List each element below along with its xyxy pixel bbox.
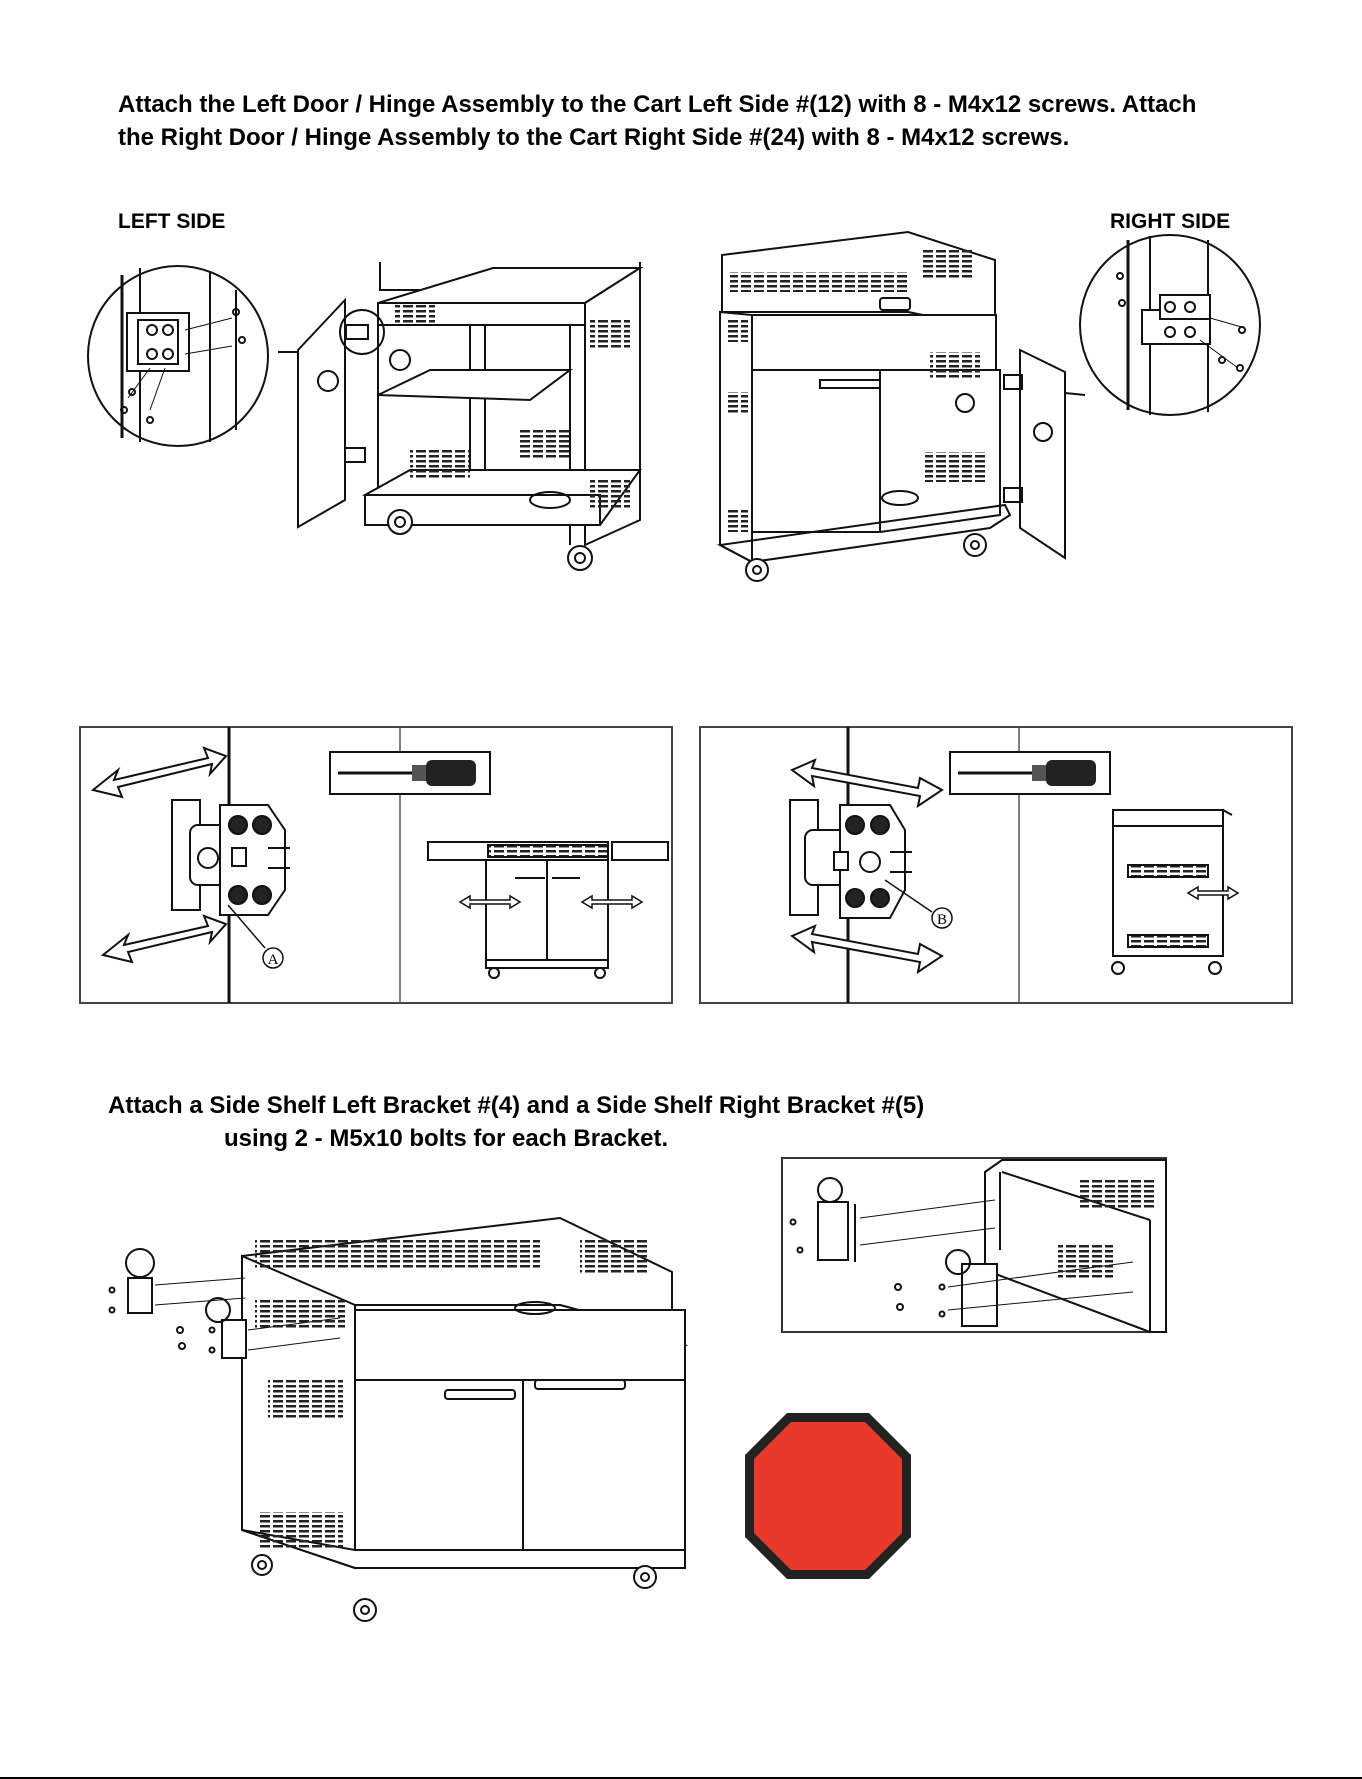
callout-b: B: [937, 912, 947, 928]
step2-instruction-line1: Attach a Side Shelf Left Bracket #(4) an…: [108, 1092, 925, 1119]
stop-sign-icon: [745, 1413, 911, 1579]
page-bottom-rule: [0, 1777, 1362, 1779]
hinge-adjust-panel-right: B: [699, 726, 1293, 1004]
step1-instruction-line2: the Right Door / Hinge Assembly to the C…: [118, 124, 1070, 151]
hinge-adjust-panel-left: A: [79, 726, 673, 1004]
bracket-detail-box: [781, 1157, 1167, 1333]
hinge-icon: [789, 799, 912, 919]
adjust-arrow-icon: [789, 758, 944, 975]
screwdriver-icon: [329, 751, 491, 795]
left-hinge-detail-circle: [87, 265, 269, 447]
step1-instruction: Attach the Left Door / Hinge Assembly to…: [118, 88, 1196, 154]
left-cart-drawing: [278, 262, 644, 571]
right-hinge-detail-circle: [1079, 234, 1261, 416]
adjust-arrow-icon: [90, 746, 228, 964]
callout-a: A: [268, 952, 279, 968]
hinge-icon: [171, 799, 290, 916]
left-side-label: LEFT SIDE: [118, 210, 226, 233]
screwdriver-icon: [949, 751, 1111, 795]
step2-instruction-line2: using 2 - M5x10 bolts for each Bracket.: [224, 1125, 669, 1152]
cart-side-thumbnail: [1111, 809, 1233, 975]
right-side-label: RIGHT SIDE: [1110, 210, 1231, 233]
step2-instruction: Attach a Side Shelf Left Bracket #(4) an…: [108, 1089, 924, 1155]
cart-front-thumbnail: [427, 841, 669, 979]
step1-instruction-line1: Attach the Left Door / Hinge Assembly to…: [118, 91, 1197, 118]
cart-bracket-drawing: [108, 1216, 688, 1622]
